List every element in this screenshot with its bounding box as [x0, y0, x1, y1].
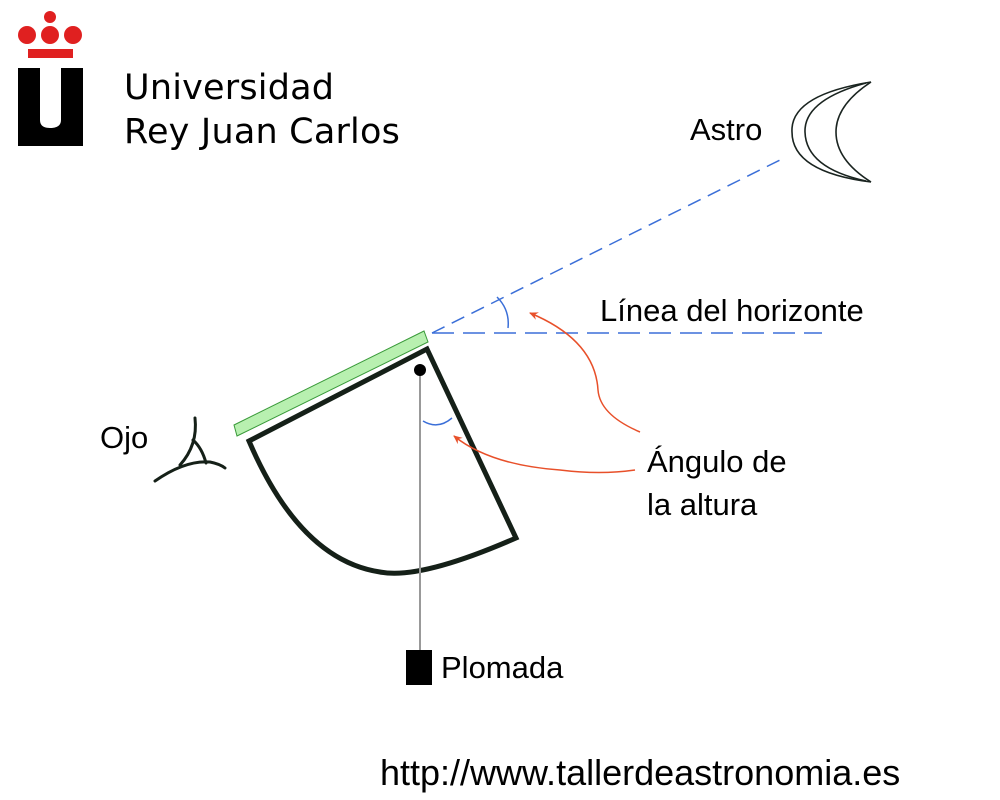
plumb-angle-arrow: [453, 435, 636, 474]
urjc-logo: [18, 11, 83, 146]
plumb-angle-arc: [422, 417, 453, 426]
label-horizon: Línea del horizonte: [600, 293, 864, 328]
altitude-angle-arc: [496, 296, 510, 329]
altitude-angle-arrow: [529, 312, 641, 433]
logo-u-letter: [18, 68, 83, 146]
label-eye: Ojo: [100, 420, 149, 455]
logo-crown-dot: [64, 26, 82, 44]
quadrant-frame: [245, 345, 520, 576]
university-name-line2: Rey Juan Carlos: [124, 112, 401, 152]
logo-crown-dot: [41, 26, 59, 44]
moon-icon: [791, 81, 872, 183]
label-plumb: Plomada: [441, 650, 564, 685]
plumb-bob: [406, 650, 432, 685]
label-angle-line1: Ángulo de: [647, 444, 787, 479]
footer-url[interactable]: http://www.tallerdeastronomia.es: [380, 752, 901, 793]
label-astro: Astro: [690, 112, 763, 147]
eye-icon: [153, 416, 227, 483]
plumb-pivot: [414, 364, 426, 376]
sight-bar: [233, 330, 429, 437]
label-angle-line2: la altura: [647, 487, 758, 522]
logo-crown-top-dot: [44, 11, 56, 23]
logo-crown-dot: [18, 26, 36, 44]
logo-crown-bar: [28, 49, 73, 58]
university-name-line1: Universidad: [124, 68, 335, 108]
